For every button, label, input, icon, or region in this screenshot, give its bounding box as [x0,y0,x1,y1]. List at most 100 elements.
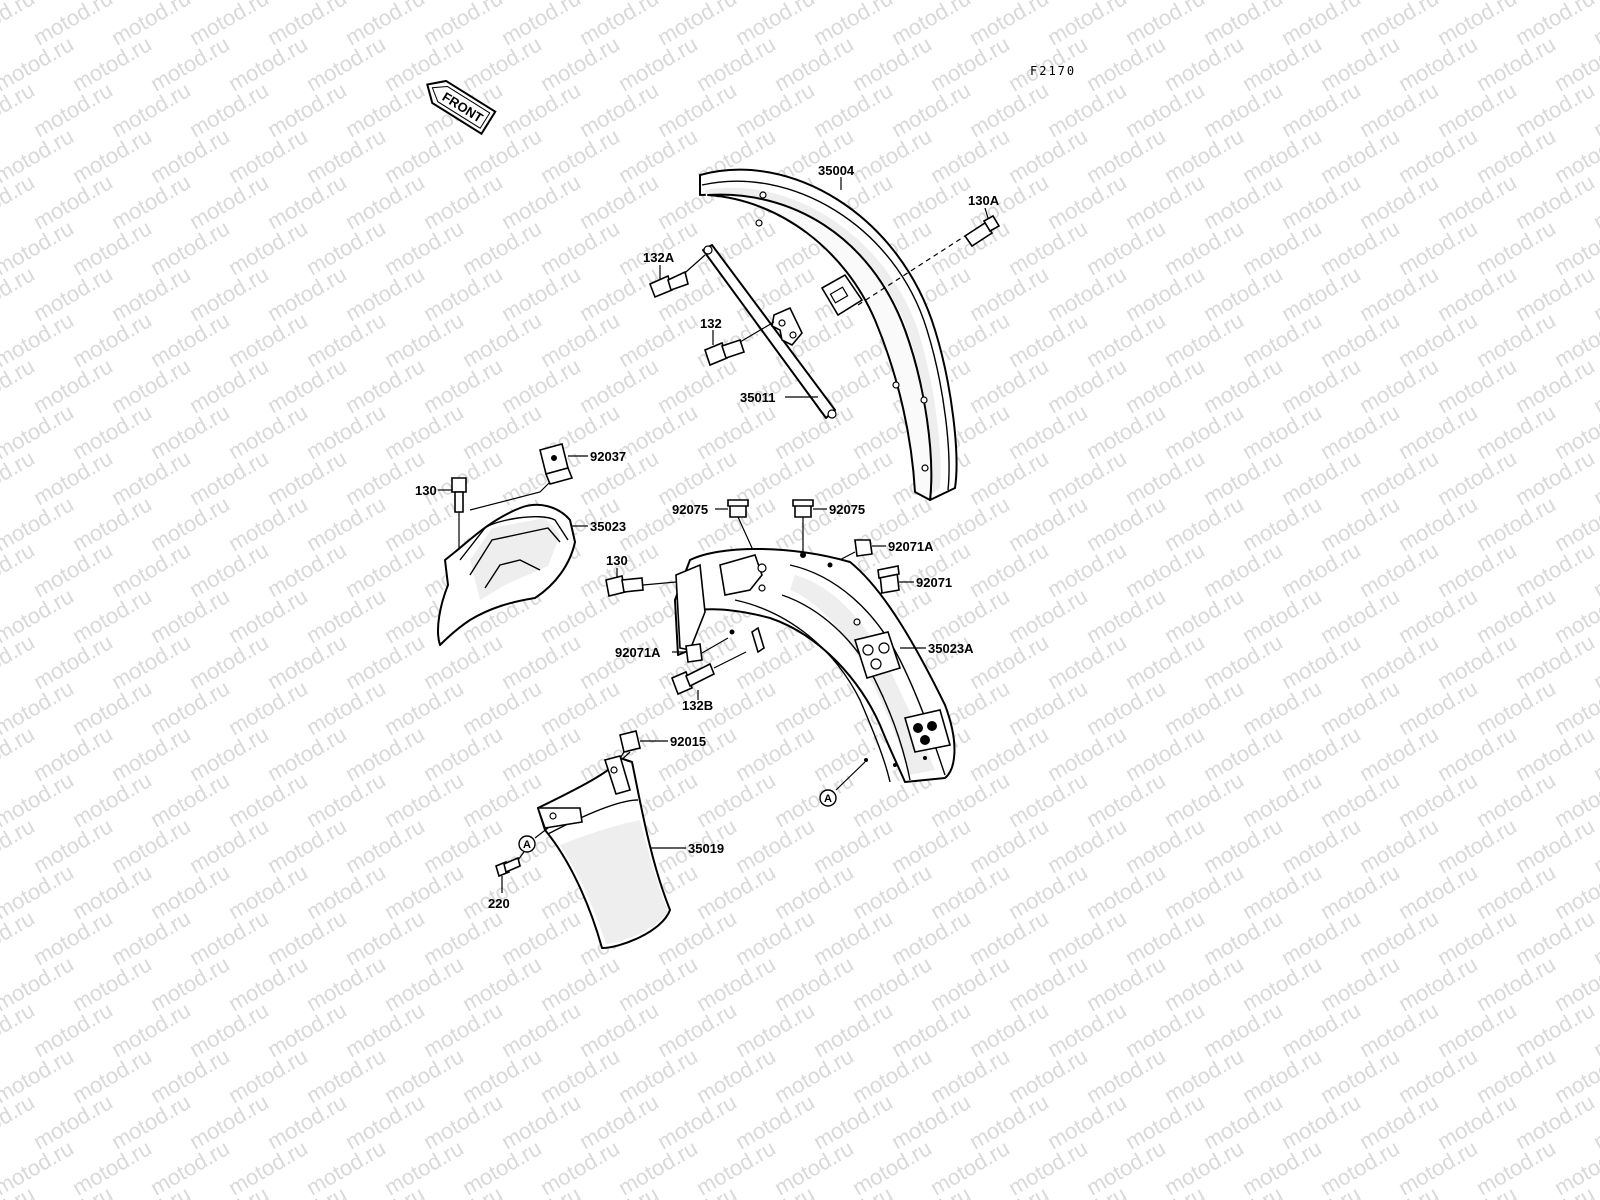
watermark-text: motod.ru [419,0,507,50]
watermark-text: motod.ru [1238,583,1326,648]
bolt-132 [704,321,775,367]
label-92075-left: 92075 [672,502,708,517]
watermark-text: motod.ru [1043,629,1131,694]
watermark-text: motod.ru [1511,537,1599,602]
watermark-text: motod.ru [1277,261,1365,326]
watermark-text: motod.ru [1121,813,1209,878]
watermark-text: motod.ru [380,123,468,188]
watermark-text: motod.ru [458,951,546,1016]
watermark-text: motod.ru [341,629,429,694]
watermark-text: motod.ru [1043,721,1131,786]
watermark-text: motod.ru [458,767,546,832]
watermark-text: motod.ru [1238,123,1326,188]
watermark-text: motod.ru [809,813,897,878]
label-92015: 92015 [670,734,706,749]
watermark-text: motod.ru [536,675,624,740]
watermark-text: motod.ru [185,997,273,1062]
watermark-text: motod.ru [1199,169,1287,234]
watermark-text: motod.ru [68,123,156,188]
watermark-text: motod.ru [1121,1089,1209,1154]
watermark-text: motod.ru [1043,445,1131,510]
watermark-text: motod.ru [302,31,390,96]
watermark-text: motod.ru [68,675,156,740]
watermark-text: motod.ru [1160,491,1248,556]
watermark-text: motod.ru [1082,491,1170,556]
watermark-text: motod.ru [1511,997,1599,1062]
watermark-text: motod.ru [1238,951,1326,1016]
watermark-text: motod.ru [1238,215,1326,280]
watermark-text: motod.ru [575,77,663,142]
watermark-text: motod.ru [887,905,975,970]
watermark-text: motod.ru [1160,1043,1248,1108]
watermark-text: motod.ru [1277,905,1365,970]
watermark-text: motod.ru [185,537,273,602]
watermark-text: motod.ru [1511,77,1599,142]
watermark-text: motod.ru [887,1089,975,1154]
watermark-text: motod.ru [497,261,585,326]
watermark-text: motod.ru [965,537,1053,602]
label-92071A-upper: 92071A [888,539,934,554]
watermark-text: motod.ru [419,997,507,1062]
watermark-text: motod.ru [224,215,312,280]
watermark-text: motod.ru [341,77,429,142]
watermark-text: motod.ru [965,445,1053,510]
watermark-text: motod.ru [302,767,390,832]
watermark-text: motod.ru [146,123,234,188]
watermark-text: motod.ru [302,1135,390,1200]
watermark-text: motod.ru [458,215,546,280]
nut-92071A-lower [685,637,729,663]
watermark-text: motod.ru [887,997,975,1062]
label-132B: 132B [682,698,713,713]
watermark-text: motod.ru [1589,0,1600,50]
watermark-text: motod.ru [458,399,546,464]
watermark-text: motod.ru [458,675,546,740]
watermark-text: motod.ru [965,629,1053,694]
watermark-text: motod.ru [1199,629,1287,694]
fender-stay-35011 [702,244,837,419]
watermark-text: motod.ru [107,629,195,694]
watermark-text: motod.ru [107,813,195,878]
watermark-text: motod.ru [185,353,273,418]
label-35023A: 35023A [928,641,974,656]
watermark-text: motod.ru [653,721,741,786]
watermark-text: motod.ru [224,767,312,832]
figure-code: F2170 [1030,64,1076,78]
watermark-text: motod.ru [107,0,195,50]
watermark-text: motod.ru [1121,445,1209,510]
watermark-text: motod.ru [1277,169,1365,234]
watermark-text: motod.ru [302,675,390,740]
watermark-text: motod.ru [1355,1089,1443,1154]
watermark-text: motod.ru [302,215,390,280]
watermark-text: motod.ru [1511,445,1599,510]
watermark-text: motod.ru [263,353,351,418]
watermark-text: motod.ru [1043,0,1131,50]
watermark-text: motod.ru [419,1089,507,1154]
watermark-text: motod.ru [224,307,312,372]
bolt-130A [857,214,1001,306]
watermark-text: motod.ru [224,399,312,464]
watermark-text: motod.ru [1004,1135,1092,1200]
watermark-text: motod.ru [1160,583,1248,648]
watermark-text: motod.ru [458,1043,546,1108]
watermark-text: motod.ru [1433,905,1521,970]
watermark-text: motod.ru [458,1135,546,1200]
watermark-text: motod.ru [1043,169,1131,234]
watermark-text: motod.ru [68,399,156,464]
watermark-text: motod.ru [1433,77,1521,142]
watermark-text: motod.ru [1433,261,1521,326]
watermark-text: motod.ru [263,905,351,970]
watermark-text: motod.ru [146,583,234,648]
watermark-text: motod.ru [1082,31,1170,96]
watermark-text: motod.ru [1160,1135,1248,1200]
watermark-text: motod.ru [926,215,1014,280]
watermark-text: motod.ru [926,31,1014,96]
watermark-text: motod.ru [809,997,897,1062]
watermark-text: motod.ru [1472,1043,1560,1108]
watermark-text: motod.ru [1511,813,1599,878]
watermark-text: motod.ru [848,31,936,96]
watermark-text: motod.ru [770,399,858,464]
watermark-text: motod.ru [1316,1043,1404,1108]
label-35023: 35023 [590,519,626,534]
watermark-text: motod.ru [107,261,195,326]
watermark-text: motod.ru [692,399,780,464]
